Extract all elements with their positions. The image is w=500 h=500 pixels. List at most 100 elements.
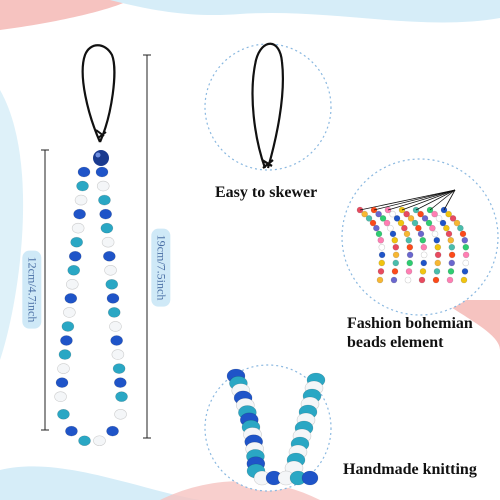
bead <box>448 243 456 251</box>
bead <box>421 215 429 222</box>
bead <box>406 259 414 267</box>
bead <box>407 215 415 222</box>
bead <box>107 307 121 318</box>
bead <box>109 321 122 332</box>
bead <box>405 236 413 244</box>
bead <box>301 470 319 486</box>
bead <box>64 293 78 304</box>
bead <box>392 251 400 259</box>
bead <box>74 194 88 206</box>
bead <box>445 230 453 238</box>
bead <box>449 215 457 222</box>
caption-fashion-line2: beads element <box>347 334 444 351</box>
colorful-strands <box>356 189 470 284</box>
bead <box>106 293 120 304</box>
short-dimension-label: 12cm/4.7inch <box>22 250 42 329</box>
bead <box>93 435 106 447</box>
strand-cord <box>359 189 456 211</box>
strand-cord <box>443 189 456 211</box>
bead <box>73 208 86 220</box>
bead <box>389 210 396 218</box>
bead <box>104 264 117 276</box>
caption-handmade-knitting: Handmade knitting <box>343 461 477 478</box>
detail-cord-knot <box>261 159 274 169</box>
bead <box>439 219 447 227</box>
pink-blob-top-left <box>0 0 130 30</box>
bead <box>417 210 424 218</box>
bead <box>390 276 398 284</box>
bead <box>387 224 394 232</box>
bead <box>373 224 380 232</box>
bead <box>392 243 400 251</box>
bead <box>420 259 428 267</box>
bead <box>375 210 382 218</box>
bead <box>459 230 467 238</box>
bead <box>461 268 469 275</box>
bead <box>420 251 428 259</box>
bead <box>457 224 464 232</box>
bead <box>453 219 461 227</box>
detail-circle-colorful <box>341 158 499 316</box>
strand-cord <box>429 189 456 211</box>
bead <box>365 215 373 222</box>
bead <box>100 222 114 234</box>
bead <box>54 391 67 402</box>
bead <box>65 279 79 290</box>
detail-cord-loop <box>251 42 284 169</box>
bead <box>378 243 386 251</box>
bead <box>461 236 469 244</box>
bead <box>61 321 75 332</box>
bead <box>392 259 400 267</box>
bead <box>406 243 414 251</box>
bead <box>446 276 454 284</box>
bead <box>389 230 397 238</box>
bead <box>98 194 111 206</box>
bead <box>434 259 442 267</box>
bead <box>114 377 127 388</box>
bead <box>378 259 386 267</box>
bead <box>391 268 399 275</box>
bead <box>57 363 70 374</box>
bead <box>112 363 126 374</box>
long-dimension-label: 19cm/7.5inch <box>151 228 171 307</box>
caption-easy-to-skewer: Easy to skewer <box>215 184 318 201</box>
bead <box>419 236 427 244</box>
bead <box>419 268 427 275</box>
bead <box>68 250 82 262</box>
bead <box>55 377 69 388</box>
bead <box>404 276 412 284</box>
bead <box>432 276 440 284</box>
bead <box>57 408 70 420</box>
bead <box>377 236 385 244</box>
bead <box>103 250 116 262</box>
long-dimension-line <box>143 54 151 439</box>
bead <box>415 224 422 232</box>
main-bead-strand <box>54 166 128 447</box>
pink-blob-right <box>440 300 500 350</box>
bead <box>431 210 438 218</box>
bead <box>111 349 125 360</box>
bead <box>417 230 425 238</box>
bead <box>60 335 73 346</box>
bead <box>462 243 470 251</box>
bead <box>443 224 450 232</box>
bead <box>462 251 470 259</box>
bead <box>58 349 72 360</box>
bead <box>393 215 401 222</box>
bead <box>378 251 386 259</box>
bead <box>420 243 428 251</box>
bead <box>375 230 383 238</box>
short-dimension-line <box>41 149 49 431</box>
bead <box>391 236 399 244</box>
strand-cord <box>373 189 456 211</box>
blue-wave-top <box>110 0 500 23</box>
bead <box>447 268 455 275</box>
bead <box>433 268 441 275</box>
crystal-shine <box>95 152 101 158</box>
bead <box>403 230 411 238</box>
bead <box>411 219 419 227</box>
bead <box>115 391 128 402</box>
bead <box>401 224 408 232</box>
bead <box>376 276 384 284</box>
